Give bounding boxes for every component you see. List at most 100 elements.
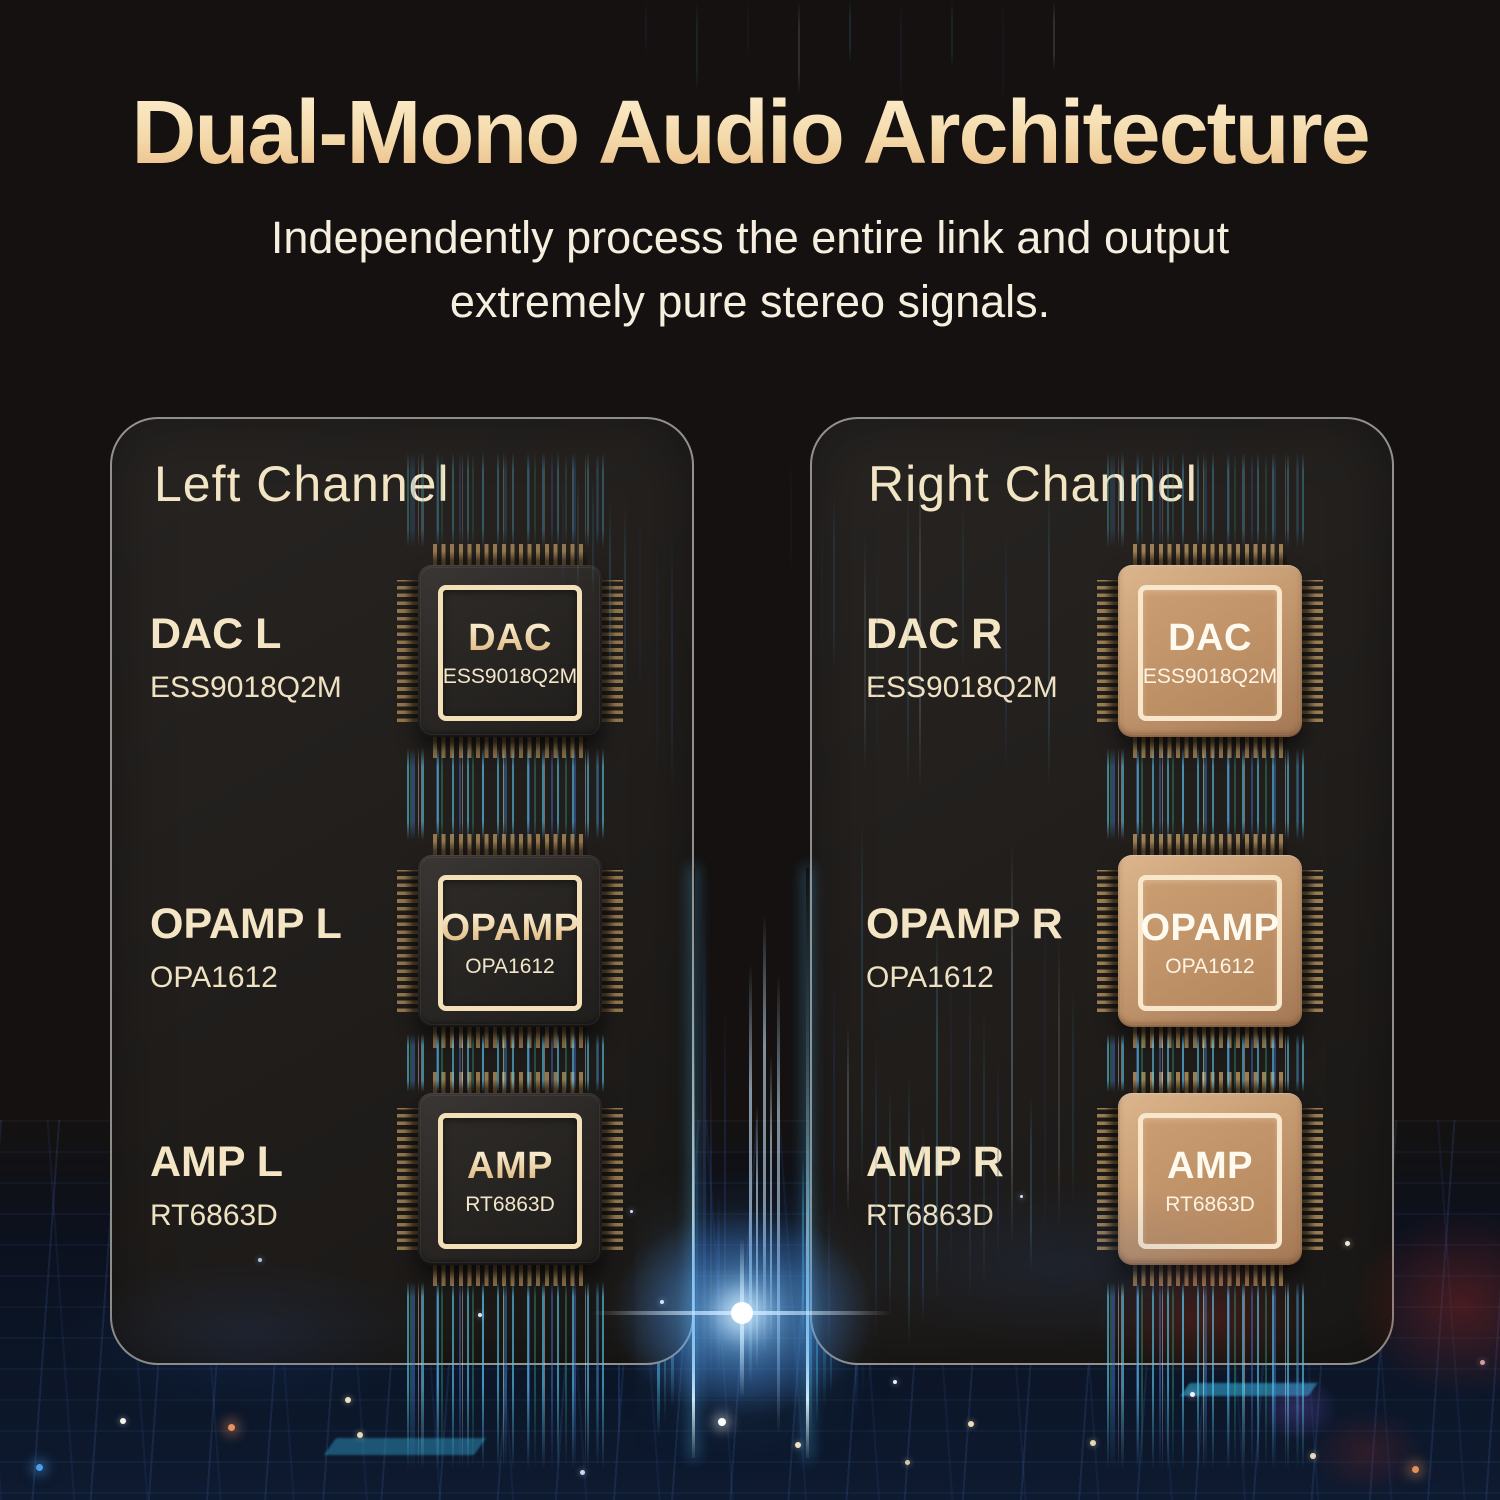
light-streak [1058, 934, 1060, 1228]
chip-pins [1097, 1108, 1118, 1250]
light-streak [1053, 0, 1055, 71]
chip-part-number: OPA1612 [866, 961, 994, 994]
glow-dot [630, 1210, 633, 1213]
light-streak [1048, 476, 1050, 792]
light-streak [907, 483, 909, 792]
subtitle-line-1: Independently process the entire link an… [270, 212, 1230, 263]
light-streak [849, 0, 851, 63]
page-title: Dual-Mono Audio Architecture [0, 82, 1500, 185]
glow-dot [580, 1470, 585, 1475]
light-streak [997, 1054, 999, 1265]
chip-face: AMP RT6863D [438, 1113, 582, 1249]
chip-pins [397, 870, 418, 1012]
chip-pins [397, 580, 418, 722]
glow-dot [905, 1460, 910, 1465]
light-streak [609, 501, 611, 688]
chip-label: DAC R [866, 610, 1003, 658]
glow-dot [660, 1300, 664, 1304]
light-streak [962, 498, 964, 672]
glow-dot [258, 1258, 262, 1262]
glow-dot [1020, 1195, 1023, 1198]
chip-face: DAC ESS9018Q2M [438, 585, 582, 721]
chip-face: OPAMP OPA1612 [438, 875, 582, 1011]
chip-part-number: RT6863D [150, 1199, 278, 1232]
signal-trail [404, 748, 612, 840]
chip-pins [433, 544, 587, 565]
light-streak [624, 504, 626, 692]
subtitle-line-2: extremely pure stereo signals. [449, 275, 1051, 327]
light-streak [983, 1004, 985, 1287]
light-streak [562, 470, 564, 590]
glow-dot [1480, 1360, 1485, 1365]
light-streak [1030, 1094, 1032, 1272]
light-beam [692, 868, 695, 1458]
chip-pins [433, 1265, 587, 1286]
chip-amp-right: AMP RT6863D [1097, 1072, 1323, 1286]
chip-pins [1302, 580, 1323, 722]
light-streak [951, 0, 953, 67]
chip-part-number: ESS9018Q2M [866, 671, 1058, 704]
light-streak [747, 0, 749, 59]
light-streak [696, 0, 698, 92]
chip-part-label: RT6863D [465, 1193, 555, 1216]
glow-dot [357, 1432, 363, 1438]
chip-part-label: OPA1612 [1165, 955, 1255, 978]
light-streak [656, 532, 658, 786]
light-streak [821, 505, 823, 672]
glow-dot [893, 1380, 897, 1384]
light-streak [950, 964, 952, 1280]
glow-dot [120, 1418, 126, 1424]
light-streak [969, 954, 971, 1309]
chip-label: AMP R [866, 1138, 1004, 1186]
chip-title: DAC [1168, 617, 1252, 659]
glow-dot [1412, 1466, 1419, 1473]
glow-dot [228, 1424, 235, 1431]
glow-dot [1190, 1392, 1195, 1397]
opamp-right-label-block: OPAMP R OPA1612 [866, 903, 1063, 993]
light-streak [847, 1024, 849, 1213]
panel-header-right: Right Channel [868, 456, 1198, 512]
light-streak [645, 0, 647, 55]
chip-label: DAC L [150, 610, 282, 658]
glow-dot [478, 1313, 482, 1317]
chip-title: AMP [467, 1145, 553, 1187]
chip-pins [602, 870, 623, 1012]
dac-right-label-block: DAC R ESS9018Q2M [866, 613, 1058, 703]
chip-face: OPAMP OPA1612 [1138, 875, 1282, 1011]
light-streak [833, 491, 835, 672]
chip-pins [1097, 580, 1118, 722]
lens-flare-core [731, 1302, 753, 1324]
signal-trail [1104, 1034, 1312, 1092]
panel-header-left: Left Channel [154, 456, 450, 512]
amp-left-label-block: AMP L RT6863D [150, 1141, 283, 1231]
light-streak [1072, 984, 1074, 1206]
chip-label: AMP L [150, 1138, 283, 1186]
light-streak [671, 535, 673, 790]
light-streak [798, 0, 800, 96]
light-streak [864, 534, 866, 772]
light-streak [703, 912, 706, 1411]
light-streak [889, 1084, 891, 1317]
glow-dot [968, 1421, 974, 1427]
chip-dac-right: DAC ESS9018Q2M [1097, 544, 1323, 758]
chip-part-label: ESS9018Q2M [1142, 665, 1278, 688]
signal-trail [404, 1034, 612, 1092]
chip-pins [1302, 1108, 1323, 1250]
chip-amp-left: AMP RT6863D [397, 1072, 623, 1286]
chip-pins [1097, 870, 1118, 1012]
chip-opamp-right: OPAMP OPA1612 [1097, 834, 1323, 1048]
chip-label: OPAMP R [866, 900, 1063, 948]
signal-trail [404, 452, 612, 548]
light-streak [922, 1124, 924, 1324]
light-streak [876, 520, 878, 772]
chip-part-label: ESS9018Q2M [442, 665, 578, 688]
light-streak [763, 914, 766, 1355]
light-streak [833, 974, 835, 1235]
light-streak [1011, 844, 1013, 1243]
dac-left-label-block: DAC L ESS9018Q2M [150, 613, 342, 703]
light-streak [577, 473, 579, 594]
light-streak [861, 814, 863, 1191]
chip-title: DAC [468, 617, 552, 659]
left-channel-panel: Left Channel DAC L ESS9018Q2M OPAMP L OP… [110, 417, 694, 1365]
light-streak [908, 1074, 910, 1346]
